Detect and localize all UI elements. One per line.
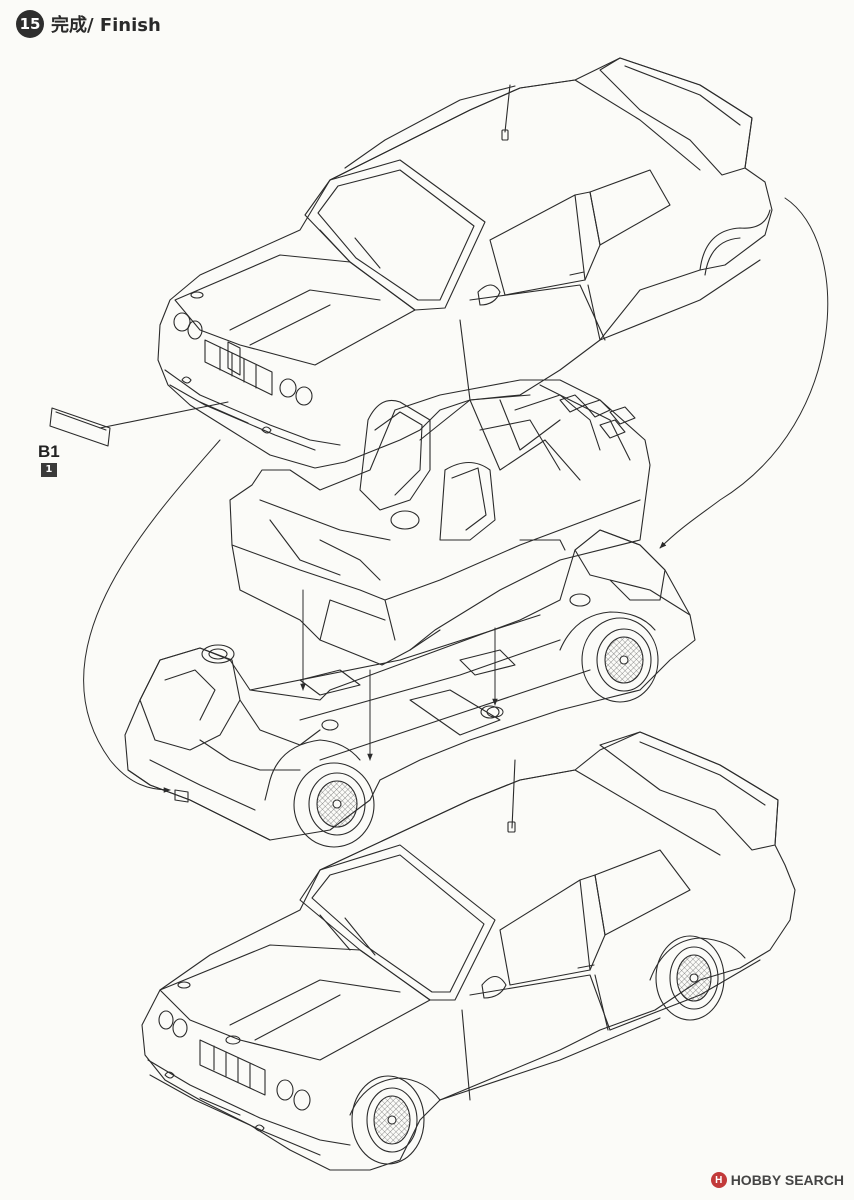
part-quantity-badge: 1 — [40, 463, 57, 477]
finished-car-front-wheel — [352, 1076, 424, 1164]
hobby-search-logo-icon: H — [710, 1172, 727, 1188]
chassis-rear-wheel — [582, 618, 658, 702]
license-plate-part — [50, 408, 110, 446]
step-header: 15 完成/ Finish — [16, 10, 161, 38]
watermark: H HOBBY SEARCH — [710, 1172, 844, 1188]
interior-roll-cage — [230, 380, 650, 665]
finished-car-rear-wheel — [656, 936, 724, 1020]
finished-car — [142, 732, 795, 1170]
body-shell — [158, 58, 772, 468]
watermark-text: HOBBY SEARCH — [730, 1172, 844, 1188]
part-callout: B1 1 — [38, 442, 60, 477]
part-code: B1 — [38, 442, 60, 461]
chassis — [125, 530, 695, 840]
chassis-front-wheel — [294, 763, 374, 847]
step-title: 完成/ Finish — [51, 15, 161, 36]
step-number-badge: 15 — [16, 10, 44, 38]
assembly-arrows — [83, 198, 827, 793]
plate-leader-line — [100, 402, 228, 428]
